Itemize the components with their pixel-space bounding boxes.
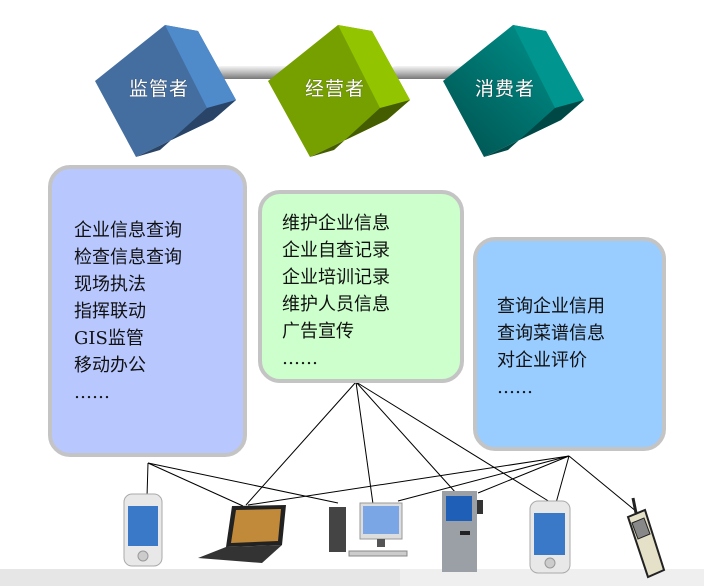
pda-2-icon (529, 500, 571, 574)
kiosk-icon (442, 491, 483, 572)
list-item: 查询企业信用 (497, 296, 605, 317)
operator-functions-panel: 维护企业信息 企业自查记录 企业培训记录 维护人员信息 广告宣传 …… (258, 190, 464, 383)
list-item: 维护企业信息 (282, 213, 390, 234)
desktop-pc-icon (329, 502, 408, 557)
list-item: 企业信息查询 (74, 220, 182, 241)
list-item: …… (74, 382, 110, 403)
list-item: 企业自查记录 (282, 240, 390, 261)
connection-lines (146, 381, 638, 513)
cube-consumer (443, 25, 584, 157)
cube-regulator (95, 25, 236, 157)
floor-highlight (400, 569, 704, 586)
list-item: 企业培训记录 (282, 267, 390, 288)
list-item: 广告宣传 (282, 321, 354, 342)
role-label-operator: 经营者 (305, 78, 366, 100)
list-item: 检查信息查询 (74, 247, 182, 268)
mobile-phone-icon (626, 497, 666, 579)
list-item: 移动办公 (74, 355, 146, 376)
list-item: 现场执法 (74, 274, 146, 295)
list-item: GIS监管 (74, 328, 144, 349)
regulator-functions-panel: 企业信息查询 检查信息查询 现场执法 指挥联动 GIS监管 移动办公 …… (48, 165, 247, 457)
list-item: 对企业评价 (497, 350, 587, 371)
list-item: 维护人员信息 (282, 294, 390, 315)
role-label-regulator: 监管者 (129, 78, 190, 100)
list-item: 指挥联动 (74, 301, 146, 322)
list-item: …… (282, 348, 318, 369)
list-item: 查询菜谱信息 (497, 323, 605, 344)
list-item: …… (497, 377, 533, 398)
consumer-functions-panel: 查询企业信用 查询菜谱信息 对企业评价 …… (473, 237, 666, 451)
cube-operator (268, 25, 410, 157)
laptop-icon (198, 505, 286, 563)
pda-1-icon (123, 493, 163, 567)
role-label-consumer: 消费者 (475, 78, 536, 100)
